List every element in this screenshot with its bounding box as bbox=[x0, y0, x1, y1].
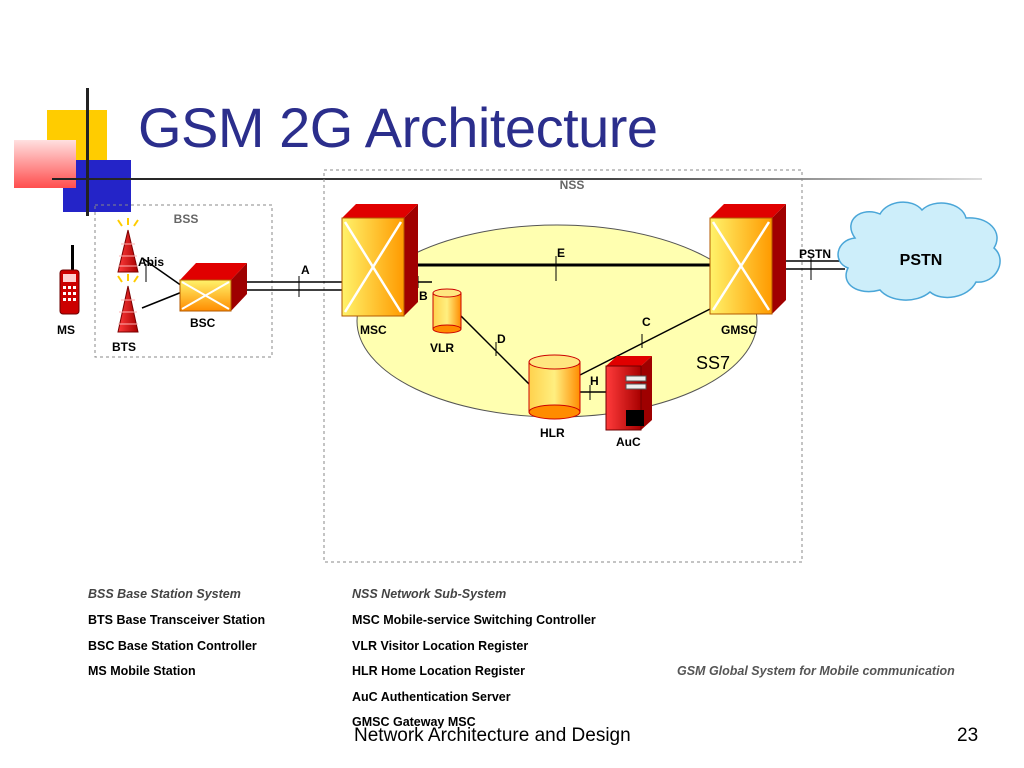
b-interface-label: B bbox=[419, 289, 428, 303]
nss-group-label: NSS bbox=[560, 178, 585, 192]
bss-group-box bbox=[94, 204, 273, 358]
pstn-interface-label: PSTN bbox=[799, 247, 831, 261]
auc-node-icon bbox=[605, 356, 652, 431]
ms-label: MS bbox=[57, 323, 75, 337]
legend-hlr: HLR Home Location Register bbox=[352, 664, 525, 678]
d-interface-label: D bbox=[497, 332, 506, 346]
gmsc-label: GMSC bbox=[721, 323, 757, 337]
legend-bsc: BSC Base Station Controller bbox=[88, 639, 257, 653]
gmsc-node-icon bbox=[709, 204, 786, 315]
msc-label: MSC bbox=[360, 323, 387, 337]
bsc-node-icon bbox=[179, 263, 247, 312]
vlr-label: VLR bbox=[430, 341, 454, 355]
nss-group-box bbox=[323, 169, 803, 563]
slide-title: GSM 2G Architecture bbox=[138, 96, 658, 159]
legend-auc: AuC Authentication Server bbox=[352, 690, 511, 704]
c-interface-link bbox=[579, 305, 717, 376]
legend-nss: NSS Network Sub-System bbox=[352, 587, 507, 601]
legend-bss: BSS Base Station System bbox=[88, 587, 241, 601]
h-interface-label: H bbox=[590, 374, 599, 388]
msc-node-icon bbox=[341, 204, 418, 317]
vlr-node-icon bbox=[432, 288, 462, 334]
legend-gsm: GSM Global System for Mobile communicati… bbox=[677, 664, 955, 678]
e-interface-label: E bbox=[557, 246, 565, 260]
abis-link-upper bbox=[141, 257, 183, 287]
a-interface-label: A bbox=[301, 263, 310, 277]
bts-label: BTS bbox=[112, 340, 136, 354]
deco-vertical-line bbox=[86, 88, 89, 216]
abis-label: Abis bbox=[138, 255, 164, 269]
legend-gmsc: GMSC Gateway MSC bbox=[352, 715, 476, 729]
pstn-cloud-icon bbox=[837, 201, 1001, 301]
legend-vlr: VLR Visitor Location Register bbox=[352, 639, 529, 653]
auc-label: AuC bbox=[616, 435, 641, 449]
hlr-label: HLR bbox=[540, 426, 565, 440]
bss-group-label: BSS bbox=[174, 212, 199, 226]
hlr-node-icon bbox=[528, 354, 581, 420]
bsc-label: BSC bbox=[190, 316, 216, 330]
deco-horizontal-line bbox=[52, 178, 982, 180]
footer-text: Network Architecture and Design bbox=[354, 725, 631, 746]
deco-red-square bbox=[14, 140, 76, 188]
legend-ms: MS Mobile Station bbox=[88, 664, 196, 678]
legend-msc: MSC Mobile-service Switching Controller bbox=[352, 613, 596, 627]
abis-link-lower bbox=[141, 291, 183, 309]
ms-phone-icon bbox=[59, 245, 80, 315]
bts-tower-icon bbox=[117, 218, 139, 333]
pstn-cloud-label: PSTN bbox=[900, 252, 943, 269]
page-number: 23 bbox=[957, 725, 979, 746]
c-interface-label: C bbox=[642, 315, 651, 329]
legend-bts: BTS Base Transceiver Station bbox=[88, 613, 266, 627]
d-interface-link bbox=[459, 314, 531, 386]
ss7-label: SS7 bbox=[696, 353, 730, 373]
